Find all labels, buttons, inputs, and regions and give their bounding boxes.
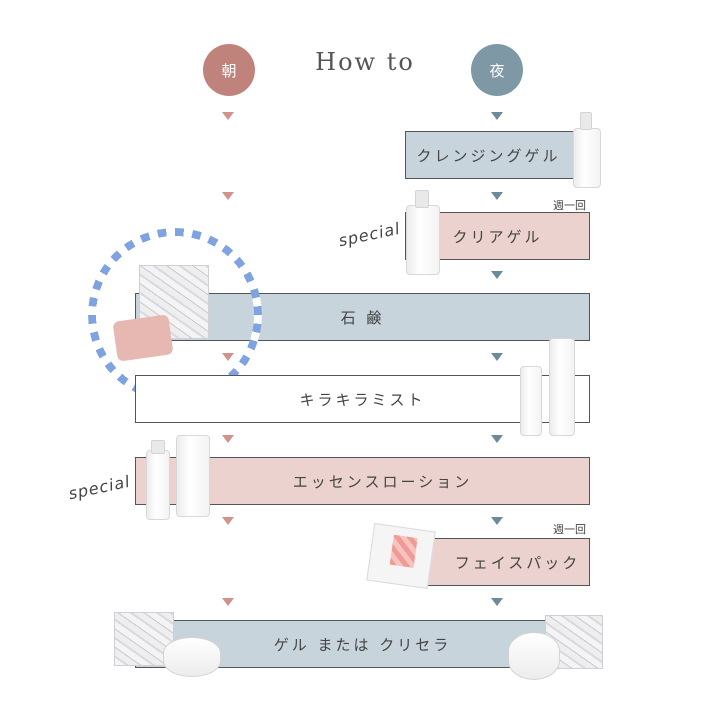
pump-cap: [415, 190, 429, 208]
night-arrow: [491, 271, 503, 279]
step-essence-lotion: エッセンスローション: [135, 457, 590, 505]
step-label: キラキラミスト: [299, 390, 426, 409]
special-note: special: [336, 218, 403, 251]
mist-large-bottle-image: [549, 338, 575, 436]
lotion-bottle-image: [146, 450, 170, 520]
cleansing-gel-bottle-image: [573, 128, 601, 188]
pump-cap: [580, 112, 592, 130]
night-arrow: [491, 192, 503, 200]
night-arrow: [491, 435, 503, 443]
special-note: special: [66, 471, 133, 504]
morning-badge: 朝: [203, 44, 255, 96]
night-arrow: [491, 598, 503, 606]
night-badge: 夜: [471, 44, 523, 96]
night-label: 夜: [489, 61, 505, 80]
clear-gel-bottle-image: [406, 205, 440, 275]
night-arrow: [491, 112, 503, 120]
gel-jar-image: [163, 637, 221, 677]
face-pack-image: [366, 522, 436, 590]
weekly-note: 週一回: [553, 523, 586, 536]
highlight-ring: [88, 228, 262, 402]
step-cleansing-gel: クレンジングゲル: [405, 131, 590, 179]
step-face-pack: フェイスパック: [405, 538, 590, 586]
step-label: フェイスパック: [454, 553, 581, 572]
step-label: エッセンスローション: [292, 472, 473, 491]
night-arrow: [491, 517, 503, 525]
step-label: クレンジングゲル: [416, 146, 561, 165]
morning-arrow: [222, 112, 234, 120]
page-title: How to: [315, 48, 415, 76]
step-label: ゲル または クリセラ: [273, 635, 452, 654]
step-kirakira-mist: キラキラミスト: [135, 375, 590, 423]
step-label: クリアゲル: [452, 227, 543, 246]
night-arrow: [491, 353, 503, 361]
morning-label: 朝: [221, 61, 237, 80]
pack-print: [389, 534, 418, 568]
lotion-box-image: [176, 435, 210, 517]
cricera-jar-image: [508, 632, 560, 680]
mist-small-bottle-image: [520, 366, 542, 436]
morning-arrow: [222, 598, 234, 606]
weekly-note: 週一回: [553, 199, 586, 212]
morning-arrow: [222, 435, 234, 443]
step-label: 石 鹸: [340, 308, 385, 327]
morning-arrow: [222, 192, 234, 200]
spray-cap: [151, 440, 165, 454]
morning-arrow: [222, 517, 234, 525]
